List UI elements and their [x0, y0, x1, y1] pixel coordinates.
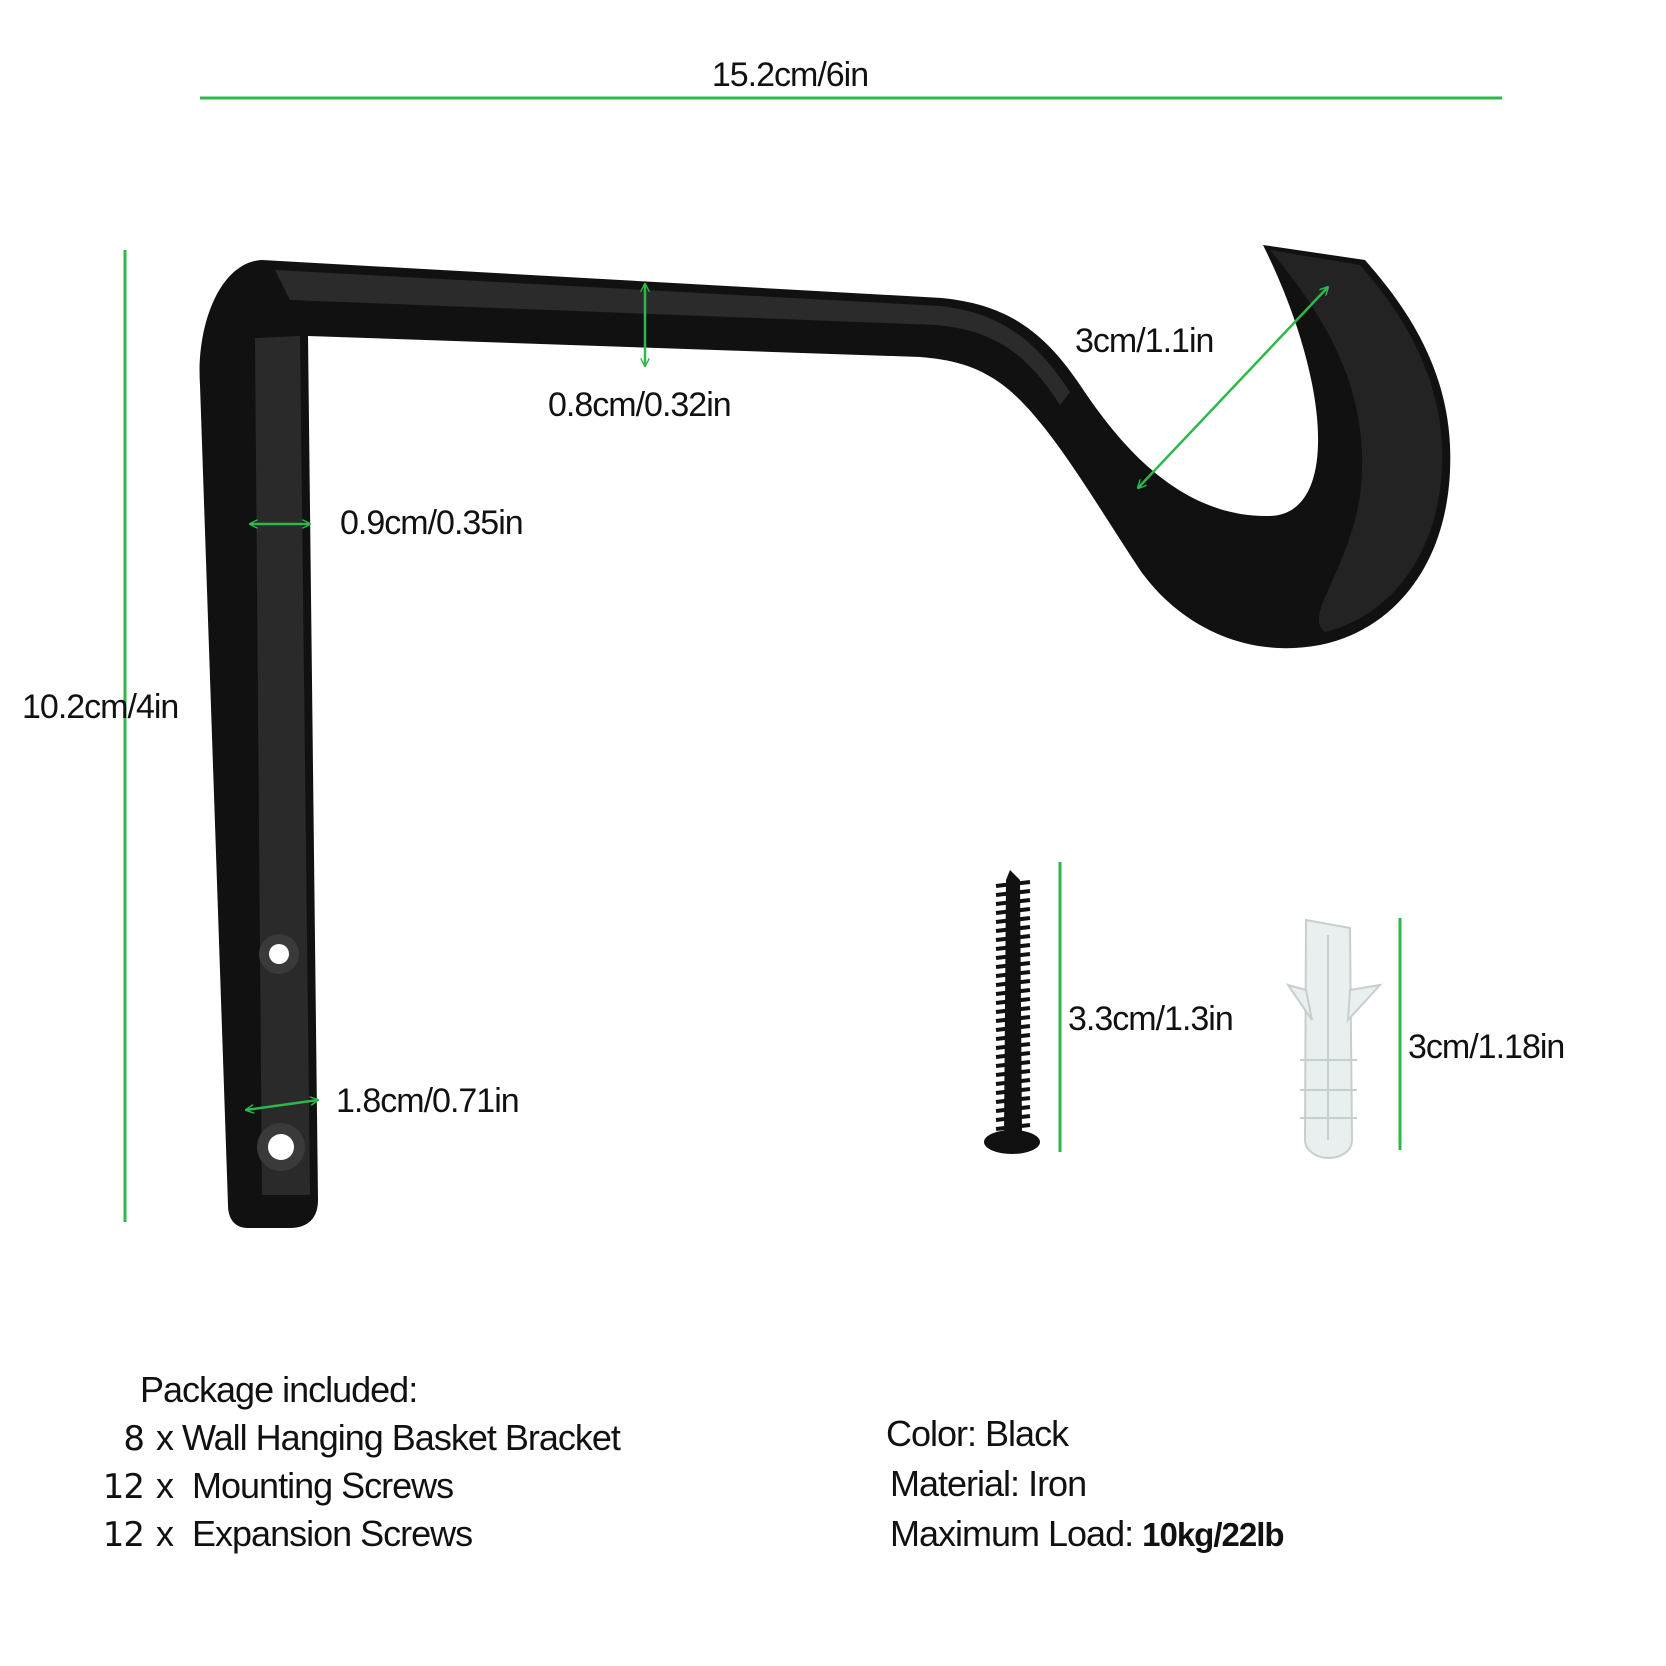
screw-length-label: 3.3cm/1.3in — [1068, 1000, 1233, 1038]
bracket-top-face — [275, 270, 1070, 405]
spec-load-label: Maximum Load: — [890, 1513, 1134, 1554]
screw-thread — [995, 1087, 1031, 1095]
screw-thread — [995, 898, 1031, 906]
screw-thread — [995, 1123, 1031, 1131]
screw-thread — [995, 970, 1031, 978]
hook-side-face — [1270, 250, 1443, 632]
screw-thread — [995, 907, 1031, 915]
spec-color-label: Color: — [886, 1413, 977, 1454]
screw-threads — [995, 880, 1031, 1131]
package-item-name: Expansion Screws — [192, 1513, 473, 1554]
package-item-mounting-screws: 12 x Mounting Screws — [80, 1465, 454, 1507]
screw-thread — [995, 961, 1031, 969]
screw-thread — [995, 889, 1031, 897]
screw-thread — [995, 1078, 1031, 1086]
screw-thread — [995, 1042, 1031, 1050]
screw-thread — [995, 1006, 1031, 1014]
spec-load-value: 10kg/22lb — [1142, 1516, 1284, 1553]
package-item-qty: 12 — [102, 1467, 145, 1507]
overall-width-label: 15.2cm/6in — [712, 56, 868, 94]
wall-plug-illustration — [1285, 918, 1383, 1160]
spec-load: Maximum Load: 10kg/22lb — [890, 1513, 1285, 1554]
bracket-illustration — [199, 245, 1451, 1228]
mounting-hole-top-inner — [269, 944, 289, 964]
bracket-outline — [199, 245, 1451, 1228]
screw-thread — [995, 925, 1031, 933]
screw-head — [984, 1130, 1040, 1154]
screw-thread — [995, 880, 1031, 888]
package-item-qty: 8 — [123, 1419, 145, 1459]
package-item-expansion-screws: 12 x Expansion Screws — [80, 1513, 473, 1555]
screw-thread — [995, 1105, 1031, 1113]
package-item-sep: x — [156, 1513, 174, 1554]
spec-material-value: Iron — [1028, 1463, 1087, 1504]
screw-thread — [995, 997, 1031, 1005]
screw-thread — [995, 1051, 1031, 1059]
screw-thread — [995, 979, 1031, 987]
overall-height-label: 10.2cm/4in — [22, 688, 178, 726]
spec-material: Material: Iron — [890, 1463, 1087, 1504]
screw-illustration — [984, 870, 1040, 1154]
spec-color: Color: Black — [886, 1413, 1069, 1454]
hook-opening-label: 3cm/1.1in — [1075, 322, 1213, 360]
spec-color-value: Black — [985, 1413, 1069, 1454]
screw-thread — [995, 988, 1031, 996]
screw-thread — [995, 934, 1031, 942]
screw-thread — [995, 943, 1031, 951]
screw-thread — [995, 1024, 1031, 1032]
screw-thread — [995, 1069, 1031, 1077]
spec-material-label: Material: — [890, 1463, 1020, 1504]
screw-thread — [995, 1060, 1031, 1068]
package-item-sep: x — [156, 1417, 174, 1458]
hook-opening-arrow — [1138, 287, 1328, 488]
package-item-name: Wall Hanging Basket Bracket — [182, 1417, 621, 1458]
bar-thickness-label: 0.8cm/0.32in — [548, 386, 731, 424]
package-item-sep: x — [156, 1465, 174, 1506]
screw-thread — [995, 916, 1031, 924]
base-width-label: 1.8cm/0.71in — [336, 1082, 519, 1120]
screw-thread — [995, 1096, 1031, 1104]
plug-wing-left — [1285, 983, 1313, 1021]
plug-length-label: 3cm/1.18in — [1408, 1028, 1564, 1066]
screw-thread — [995, 1015, 1031, 1023]
package-item-qty: 12 — [102, 1515, 145, 1555]
bracket-inner-face — [255, 336, 310, 1195]
package-heading: Package included: — [140, 1369, 418, 1410]
mounting-hole-bottom-inner — [268, 1134, 294, 1160]
upright-width-label: 0.9cm/0.35in — [340, 504, 523, 542]
package-item-name: Mounting Screws — [192, 1465, 454, 1506]
screw-thread — [995, 1033, 1031, 1041]
base-width-arrow — [246, 1100, 318, 1110]
plug-wing-right — [1346, 983, 1383, 1023]
screw-thread — [995, 952, 1031, 960]
screw-thread — [995, 1114, 1031, 1122]
